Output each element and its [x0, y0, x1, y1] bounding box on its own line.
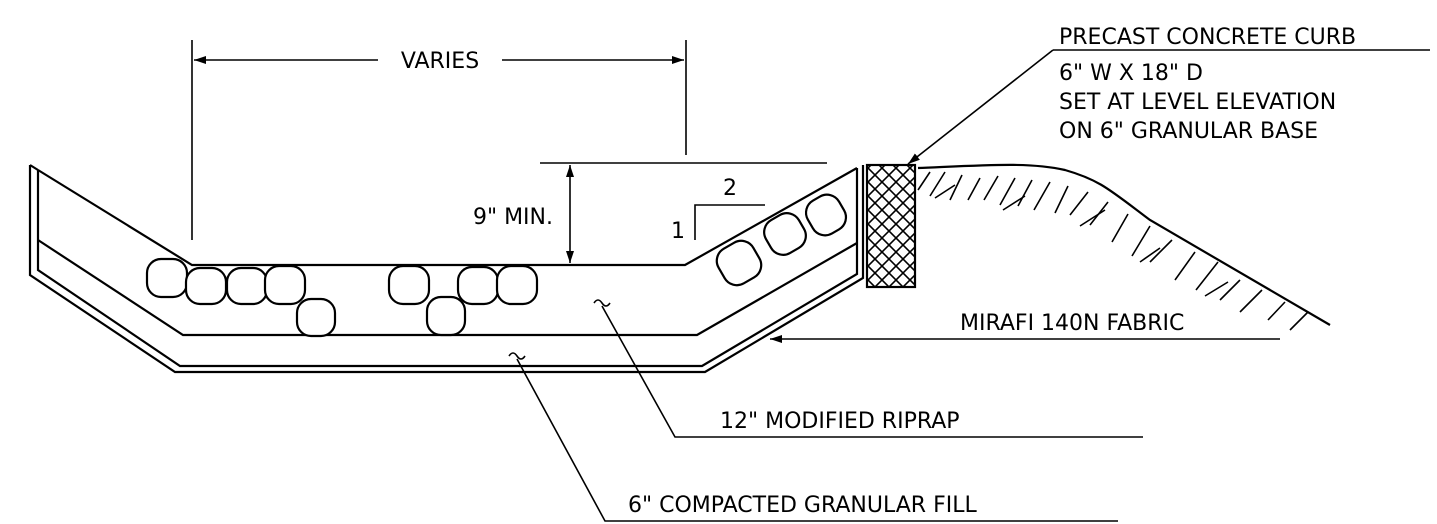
rock [804, 193, 848, 237]
precast-curb [865, 163, 917, 289]
rock [495, 264, 539, 306]
curb-title: PRECAST CONCRETE CURB [1059, 25, 1356, 50]
rock [225, 266, 269, 306]
rock [425, 295, 467, 337]
rock [763, 212, 807, 256]
curb-base: ON 6" GRANULAR BASE [1059, 119, 1318, 144]
slope-run-label: 2 [723, 176, 737, 201]
rock [715, 239, 763, 287]
slope-rise-label: 1 [671, 219, 685, 244]
varies-label: VARIES [401, 49, 479, 74]
rock [456, 265, 500, 306]
min-depth-dimension: 9" MIN. [473, 162, 827, 263]
min-depth-label: 9" MIN. [473, 205, 553, 230]
fill-label: 6" COMPACTED GRANULAR FILL [628, 493, 977, 518]
rock [387, 264, 431, 306]
rock [145, 257, 189, 299]
varies-dimension: VARIES [191, 40, 687, 240]
rock [295, 297, 337, 338]
rock [184, 266, 228, 306]
fabric-callout: MIRAFI 140N FABRIC [770, 311, 1280, 343]
leader-ticks [508, 299, 611, 360]
riprap-label: 12" MODIFIED RIPRAP [720, 409, 960, 434]
riprap-callout: 12" MODIFIED RIPRAP [601, 305, 1143, 438]
fabric-label: MIRAFI 140N FABRIC [960, 311, 1184, 336]
granular-fill-layer [28, 164, 865, 374]
curb-elevation: SET AT LEVEL ELEVATION [1059, 90, 1336, 115]
earth-bank [917, 163, 1331, 331]
rock [263, 264, 307, 306]
riprap-rocks [145, 193, 848, 338]
fill-callout: 6" COMPACTED GRANULAR FILL [516, 358, 1118, 522]
slope-indicator: 2 1 [671, 176, 765, 244]
curb-size: 6" W X 18" D [1059, 61, 1203, 86]
curb-callout: PRECAST CONCRETE CURB 6" W X 18" D SET A… [907, 25, 1430, 165]
